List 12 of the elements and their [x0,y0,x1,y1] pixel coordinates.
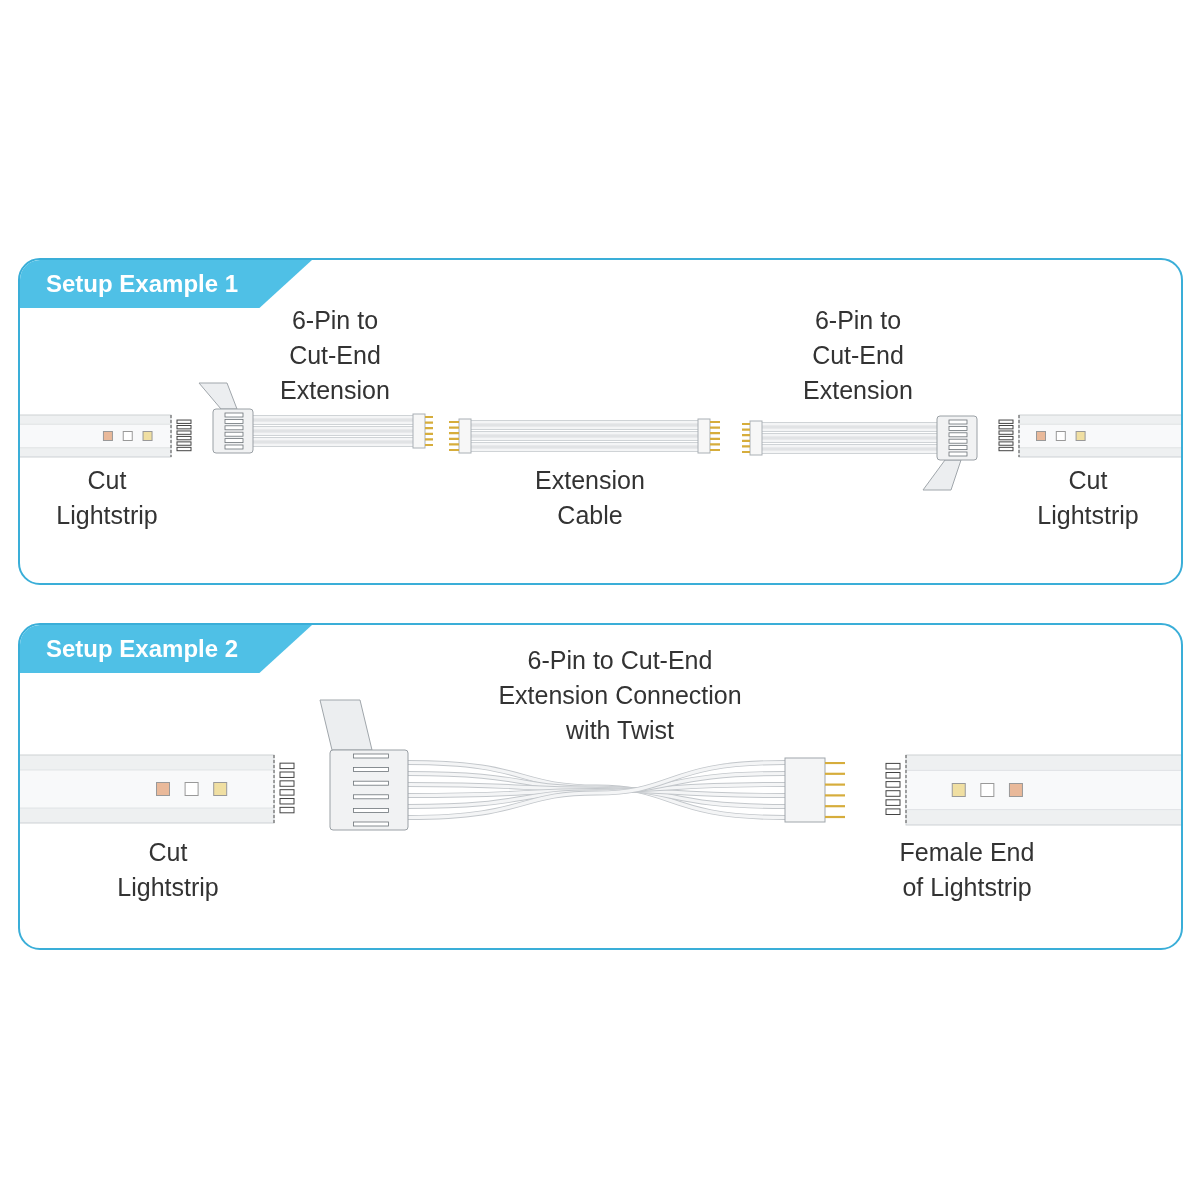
setup-panel [18,623,1183,950]
component-label: Cut Lightstrip [116,837,220,903]
component-label: 6-Pin to Cut-End Extension [279,305,391,406]
component-label: 6-Pin to Cut-End Extension [802,305,914,406]
component-label: 6-Pin to Cut-End Extension Connection with Twist [497,645,743,746]
section-heading: Setup Example 2 [20,625,312,673]
component-label: Female End of Lightstrip [898,837,1036,903]
component-label: Extension Cable [534,465,646,531]
section-heading: Setup Example 1 [20,260,312,308]
component-label: Cut Lightstrip [1036,465,1140,531]
component-label: Cut Lightstrip [55,465,159,531]
setup-panel [18,258,1183,585]
